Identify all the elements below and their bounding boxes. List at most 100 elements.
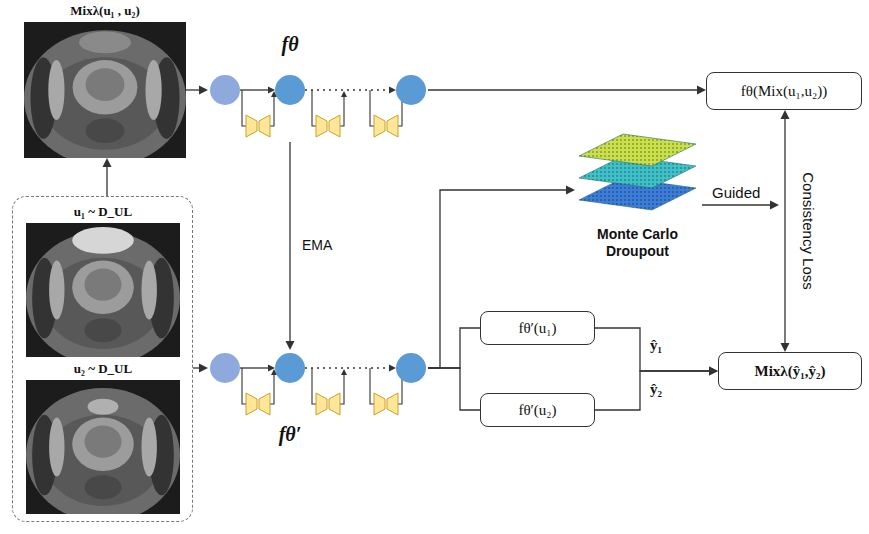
image-panel: u₁ ~ D_UL <box>26 203 180 357</box>
mri-image <box>26 223 180 357</box>
dropout-layer <box>579 134 696 166</box>
process-box: fθ(Mix(u₁,u₂)) <box>706 72 862 110</box>
encoder-block <box>246 393 257 415</box>
arrowhead <box>697 86 706 95</box>
mri-prostate <box>72 261 134 315</box>
network-label: fθ <box>250 32 330 56</box>
box-text: fθ′(u₁) <box>518 320 556 337</box>
net-arrowhead <box>389 365 396 372</box>
connector-line <box>289 142 290 342</box>
decoder-block <box>387 393 398 415</box>
connector-line <box>784 118 785 344</box>
dropout-illustration <box>575 130 700 222</box>
connector-line <box>428 368 480 410</box>
mri-body <box>24 30 186 158</box>
mri-image <box>26 380 180 514</box>
skip-line <box>242 90 246 126</box>
connector-line <box>186 89 200 90</box>
connector <box>286 142 295 350</box>
connector-line <box>595 371 710 410</box>
mri-body <box>26 388 180 514</box>
connector <box>595 328 718 376</box>
dropout-block: Monte Carlo Droupout <box>575 130 700 272</box>
network-layer-circle <box>396 353 426 383</box>
skip-line <box>270 374 274 404</box>
skip-line <box>340 96 344 126</box>
edge-label: Consistency Loss <box>799 170 817 292</box>
dropout-label: Monte Carlo Droupout <box>575 226 700 260</box>
mri-symphysis <box>88 399 119 415</box>
connector <box>428 368 480 410</box>
edge-label: ŷ₁ <box>648 336 664 354</box>
arrowhead <box>286 341 295 350</box>
connector-line <box>428 328 480 368</box>
network-layer-circle <box>275 75 305 105</box>
mri-bone <box>146 60 162 120</box>
mri-bone <box>142 261 157 320</box>
connector <box>595 367 718 411</box>
mri-prostate <box>72 418 134 472</box>
skip-arrowhead <box>341 91 347 97</box>
arrowhead <box>781 343 790 352</box>
arrowhead <box>566 186 575 195</box>
decoder-block <box>329 393 340 415</box>
connector <box>103 158 112 196</box>
mri-prostate-zone <box>86 68 125 101</box>
connector <box>781 110 790 352</box>
network-drawing <box>208 30 428 142</box>
decoder-block <box>329 115 340 137</box>
encoder-block <box>246 115 257 137</box>
dashed-group: u₁ ~ D_ULu₂ ~ D_UL <box>12 196 193 522</box>
annotation-label: Guided <box>712 184 760 202</box>
net-dots <box>305 89 390 91</box>
decoder-block <box>259 393 270 415</box>
network-block: fθ′ <box>208 350 428 450</box>
network-layer-circle <box>210 75 240 105</box>
decoder-block <box>387 115 398 137</box>
mri-pelvis <box>43 57 166 149</box>
arrowhead <box>103 158 112 167</box>
process-box: Mixλ(ŷ₁,ŷ₂) <box>718 352 862 390</box>
mri-rectum <box>85 318 122 342</box>
connector <box>428 328 480 368</box>
net-arrowhead <box>389 87 396 94</box>
network-block: fθ <box>208 30 428 142</box>
skip-line <box>270 96 274 126</box>
mri-prostate-zone <box>85 426 122 458</box>
mri-prostate <box>73 60 138 114</box>
skip-line <box>242 368 246 404</box>
mri-bone <box>48 60 64 120</box>
decoder-block <box>259 115 270 137</box>
connector-line <box>428 89 698 90</box>
connector <box>428 86 706 95</box>
mri-image <box>24 22 186 158</box>
process-box: fθ′(u₂) <box>480 393 595 427</box>
edge-label: EMA <box>300 236 334 254</box>
network-layer-circle <box>275 353 305 383</box>
net-link <box>240 367 269 368</box>
encoder-block <box>374 393 385 415</box>
net-link <box>240 89 269 90</box>
mri-bone <box>49 261 64 320</box>
image-panel: Mixλ(u₁ , u₂) <box>24 2 186 158</box>
skip-line <box>312 368 316 404</box>
connector-line <box>595 328 710 371</box>
network-layer-circle <box>210 353 240 383</box>
dropout-grid <box>579 134 696 166</box>
mri-rectum <box>85 475 122 499</box>
connector <box>193 364 208 373</box>
mri-rectum <box>86 119 125 143</box>
image-label: u₁ ~ D_UL <box>26 203 180 221</box>
network-drawing <box>208 350 428 450</box>
box-text: Mixλ(ŷ₁,ŷ₂) <box>755 363 826 380</box>
mri-bladder <box>72 227 134 254</box>
box-text: fθ(Mix(u₁,u₂)) <box>741 83 827 100</box>
mri-bone <box>142 418 157 477</box>
arrowhead <box>781 110 790 119</box>
skip-line <box>312 90 316 126</box>
guided-arrow-head <box>770 201 779 210</box>
connector <box>186 86 208 95</box>
connector-line <box>193 367 200 368</box>
process-box: fθ′(u₁) <box>480 311 595 345</box>
connector-line <box>106 166 107 196</box>
